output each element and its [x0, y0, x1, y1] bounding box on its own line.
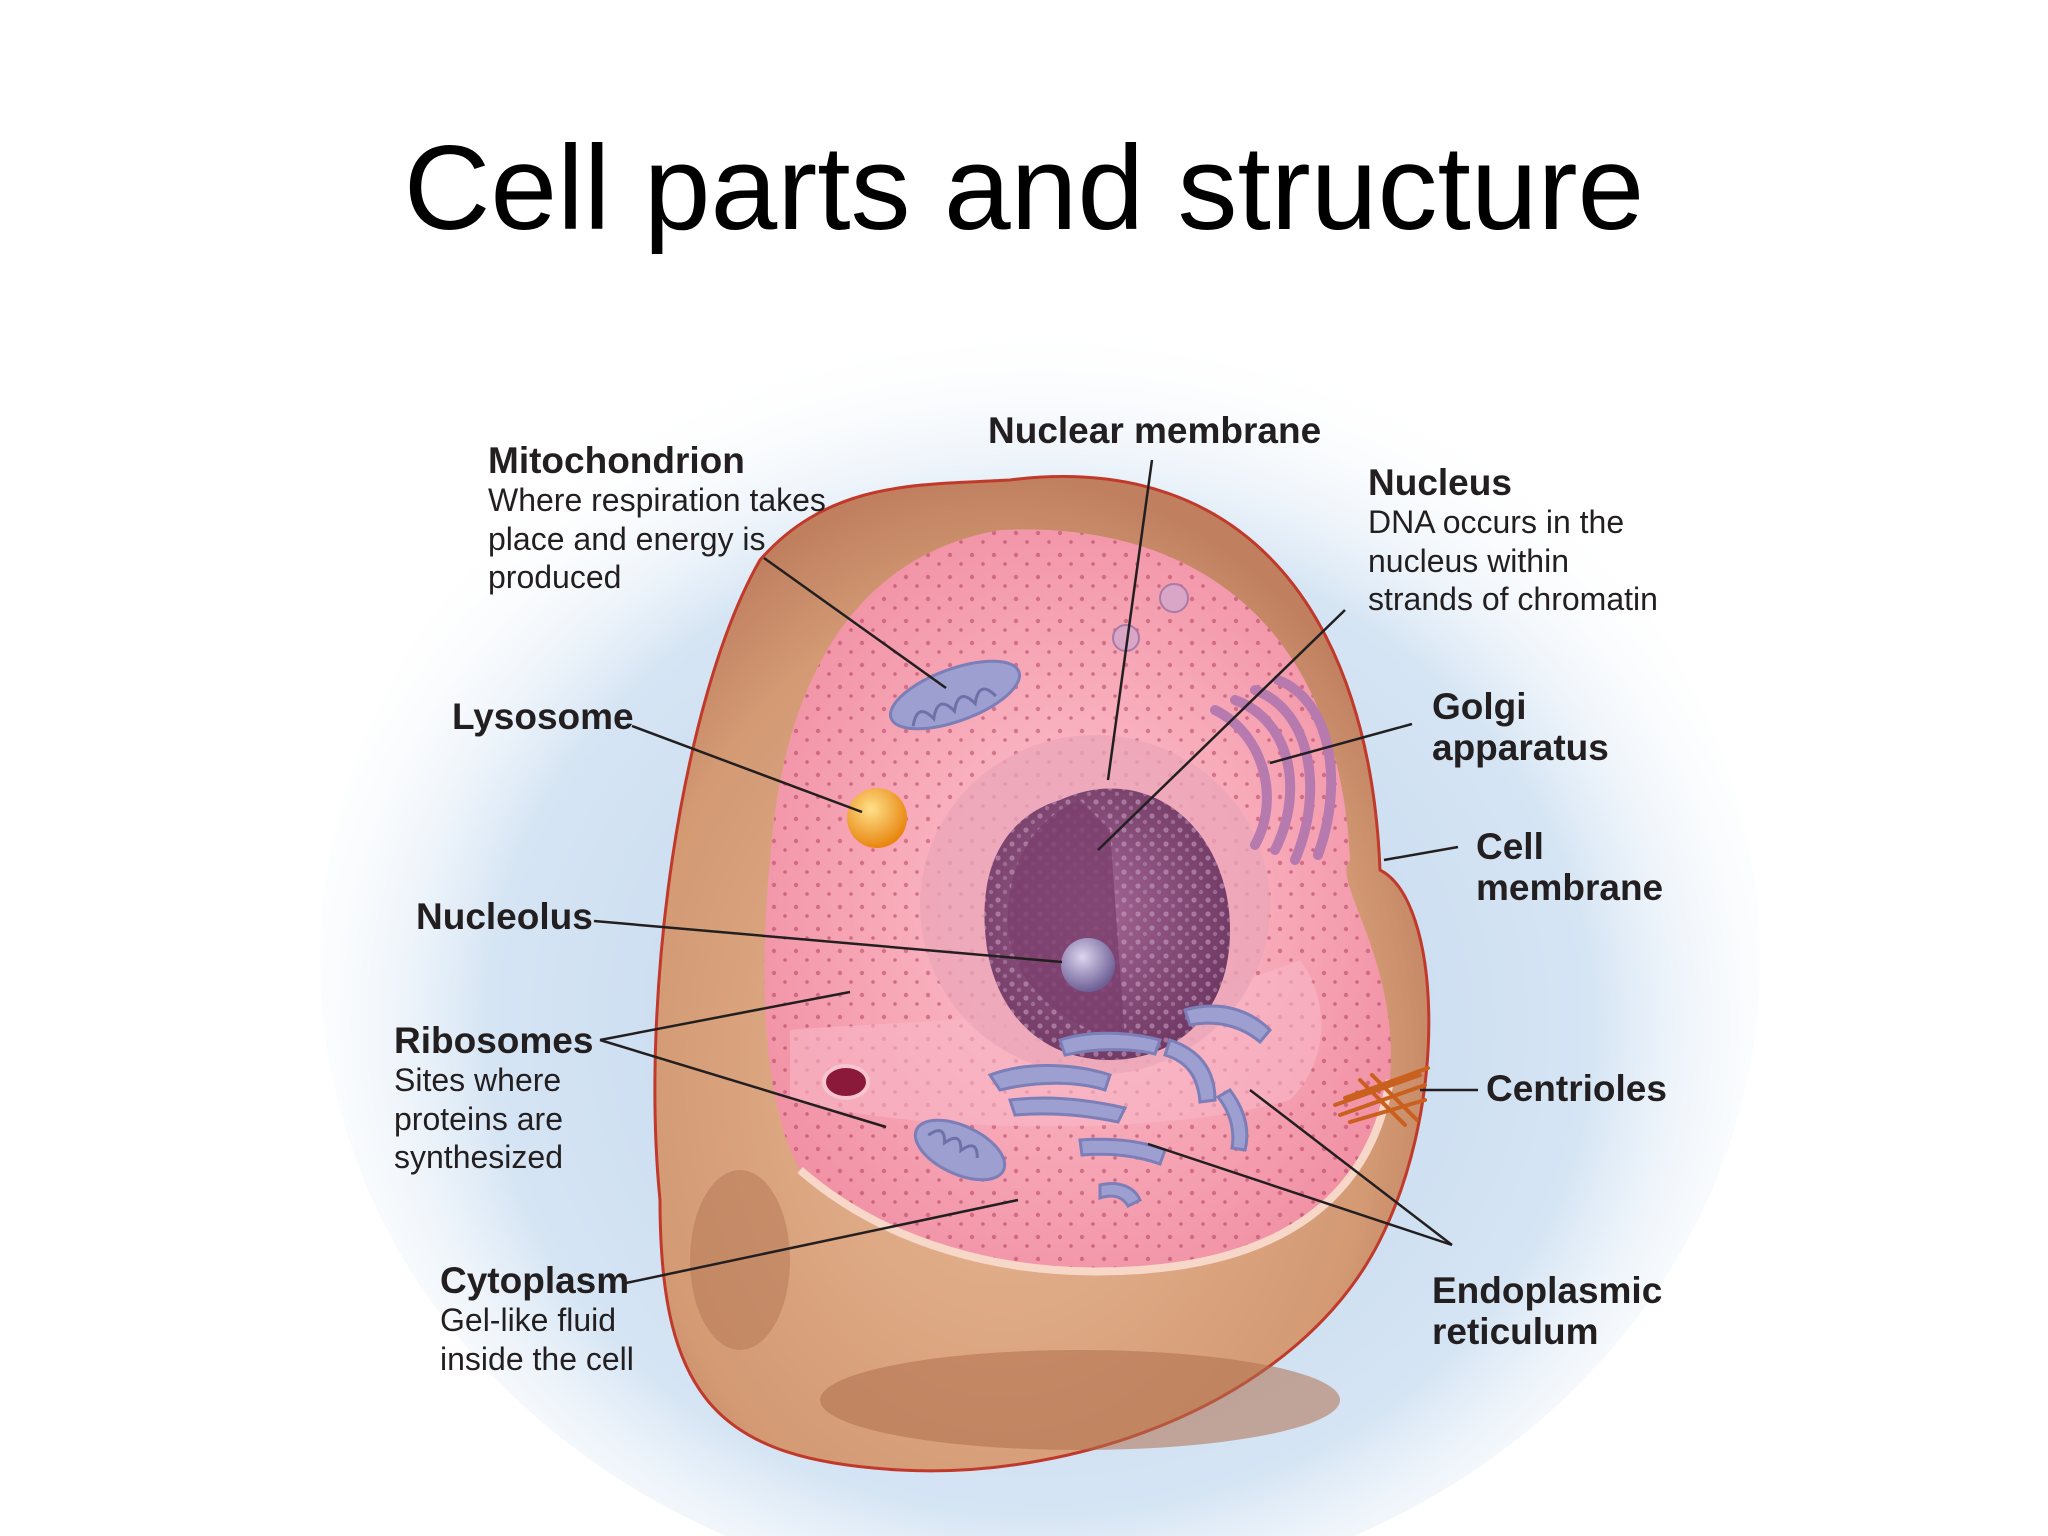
label-mitochondrion-desc: Where respiration takes — [488, 482, 826, 519]
endoplasmic-reticulum — [987, 1004, 1273, 1208]
label-cytoplasm-desc: inside the cell — [440, 1340, 634, 1377]
label-cytoplasm: Cytoplasm Gel-like fluid inside the cell — [440, 1260, 634, 1378]
label-nucleus-desc: strands of chromatin — [1368, 581, 1658, 618]
label-nucleolus: Nucleolus — [416, 896, 593, 937]
label-nucleus: Nucleus DNA occurs in the nucleus within… — [1368, 462, 1658, 619]
label-lysosome-name: Lysosome — [452, 696, 634, 737]
label-cell-membrane-name-1: Cell — [1476, 826, 1544, 867]
label-centrioles-name: Centrioles — [1486, 1068, 1667, 1109]
label-ribosomes: Ribosomes Sites where proteins are synth… — [394, 1020, 593, 1177]
label-mitochondrion-name: Mitochondrion — [488, 440, 745, 481]
label-cytoplasm-name: Cytoplasm — [440, 1260, 630, 1301]
label-centrioles: Centrioles — [1486, 1068, 1667, 1109]
vesicle — [1159, 583, 1189, 613]
label-mitochondrion: Mitochondrion Where respiration takes pl… — [488, 440, 826, 597]
label-nuclear-membrane: Nuclear membrane — [988, 410, 1321, 451]
label-golgi-apparatus: Golgi apparatus — [1432, 686, 1609, 769]
label-lysosome: Lysosome — [452, 696, 634, 737]
label-mitochondrion-desc: place and energy is — [488, 520, 766, 557]
label-ribosomes-name: Ribosomes — [394, 1020, 594, 1061]
leader-lines — [593, 459, 1478, 1285]
label-nucleus-desc: nucleus within — [1368, 542, 1569, 579]
nucleolus — [1061, 938, 1115, 992]
label-nucleolus-name: Nucleolus — [416, 896, 593, 937]
label-ribosomes-desc: synthesized — [394, 1139, 563, 1176]
label-cell-membrane: Cell membrane — [1476, 826, 1663, 909]
label-ribosomes-desc: Sites where — [394, 1062, 562, 1099]
label-golgi-name-2: apparatus — [1432, 727, 1609, 769]
label-endoplasmic-reticulum: Endoplasmic reticulum — [1432, 1270, 1662, 1353]
label-er-name-1: Endoplasmic — [1432, 1270, 1663, 1311]
label-cell-membrane-name-2: membrane — [1476, 867, 1664, 909]
centrioles — [1333, 1066, 1430, 1127]
label-cytoplasm-desc: Gel-like fluid — [440, 1302, 617, 1339]
slide-title: Cell parts and structure — [403, 121, 1645, 255]
label-mitochondrion-desc: produced — [488, 559, 622, 596]
label-ribosomes-desc: proteins are — [394, 1100, 563, 1137]
cell-shading — [820, 1350, 1340, 1450]
label-er-name-2: reticulum — [1432, 1311, 1599, 1353]
label-nucleus-desc: DNA occurs in the — [1368, 504, 1625, 541]
label-nucleus-name: Nucleus — [1368, 462, 1512, 503]
mitochondrion-bottom — [913, 1118, 1007, 1182]
lysosome — [847, 788, 907, 848]
label-golgi-name-1: Golgi — [1432, 686, 1527, 727]
vacuole — [822, 1064, 870, 1100]
label-nuclear-membrane-name: Nuclear membrane — [988, 410, 1322, 451]
mitochondrion-top — [888, 659, 1022, 731]
